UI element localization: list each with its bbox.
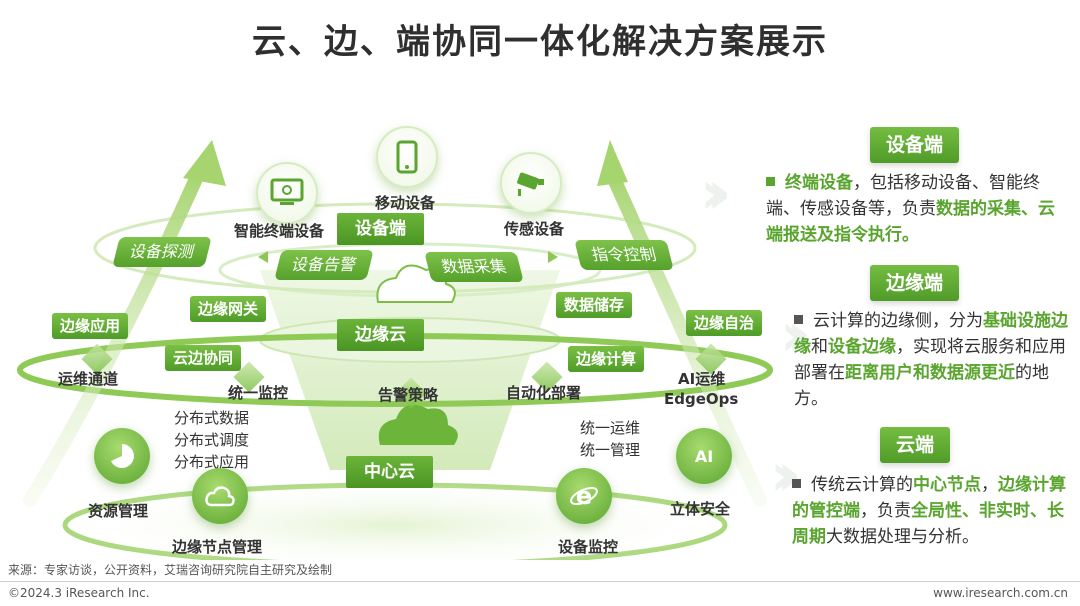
text-run: ， <box>981 475 998 495</box>
chevron-decoration: ›› <box>770 440 802 510</box>
smart-terminal-icon <box>256 162 318 224</box>
device-end-heading: 设备端 <box>870 127 960 163</box>
text-run: 全局性、非实时、长周期 <box>792 501 1064 547</box>
copyright: ©2024.3 iResearch Inc. <box>8 586 150 600</box>
text-run: 大数据处理与分析。 <box>826 527 979 547</box>
cloud-edge-coop-tag: 云边协同 <box>165 345 242 371</box>
text-run: 传统云计算的 <box>811 475 913 495</box>
sensor-camera-icon <box>500 152 562 214</box>
text-run: 基础设施边缘 <box>794 311 1068 357</box>
edge-app-tag: 边缘应用 <box>52 313 129 339</box>
center-cloud-block: 中心云 <box>346 456 433 488</box>
stereo-security-label: 立体安全 <box>670 500 731 518</box>
text-run: 的地方。 <box>794 363 1049 409</box>
text-run: 和 <box>811 337 828 357</box>
unified-manage-text: 统一管理 <box>580 441 641 459</box>
data-storage-tag: 数据储存 <box>556 292 633 318</box>
resource-pie-icon <box>94 428 150 484</box>
text-run: 云计算的边缘侧，分为 <box>813 311 983 331</box>
svg-text:e: e <box>576 482 592 510</box>
command-control-pill: 指令控制 <box>574 240 674 270</box>
ops-channel-label: 运维通道 <box>58 370 119 388</box>
sensor-device-label: 传感设备 <box>504 220 565 238</box>
text-run: ，实现将云服务和应用部署在 <box>794 337 1066 383</box>
cloud-edge-device-diagram: 智能终端设备 移动设备 传感设备 设备端 设备探测 设备告警 数据采集 指令控制… <box>0 70 780 560</box>
edge-autonomy-tag: 边缘自治 <box>686 310 763 336</box>
auto-deploy-label: 自动化部署 <box>506 384 582 402</box>
edge-end-description: 云计算的边缘侧，分为基础设施边缘和设备边缘，实现将云服务和应用部署在距离用户和数… <box>794 308 1074 412</box>
device-alarm-pill: 设备告警 <box>274 250 374 280</box>
edge-node-cloud-icon <box>192 468 248 524</box>
resource-manage-label: 资源管理 <box>88 502 149 520</box>
distributed-schedule-text: 分布式调度 <box>174 431 250 449</box>
chevron-decoration: ›› <box>780 300 812 370</box>
text-run: 设备边缘 <box>828 337 896 357</box>
footer-divider <box>0 581 1080 582</box>
bullet-marker <box>792 479 801 488</box>
page-title: 云、边、端协同一体化解决方案展示 <box>252 22 828 62</box>
smart-terminal-label: 智能终端设备 <box>234 222 325 240</box>
edge-node-manage-label: 边缘节点管理 <box>172 538 263 556</box>
chevron-decoration: ›› <box>700 158 732 228</box>
device-monitor-label: 设备监控 <box>558 538 619 556</box>
ai-ops-label: AI运维 <box>678 370 726 388</box>
edge-cloud-block: 边缘云 <box>337 319 424 351</box>
cloud-end-description: 传统云计算的中心节点，边缘计算的管控端，负责全局性、非实时、长周期大数据处理与分… <box>792 472 1074 550</box>
data-collect-pill: 数据采集 <box>424 252 524 282</box>
browser-e-icon: e <box>556 468 612 524</box>
device-detect-pill: 设备探测 <box>112 237 212 267</box>
text-run: 距离用户和数据源更近 <box>845 363 1015 383</box>
edgeops-label: EdgeOps <box>664 390 739 408</box>
device-end-description: 终端设备，包括移动设备、智能终端、传感设备等，负责数据的采集、云端报送及指令执行… <box>766 170 1066 248</box>
edge-end-heading: 边缘端 <box>870 265 960 301</box>
distributed-app-text: 分布式应用 <box>174 453 250 471</box>
distributed-data-text: 分布式数据 <box>174 409 250 427</box>
edge-gateway-tag: 边缘网关 <box>190 296 267 322</box>
text-run: 边缘计算的管控端 <box>792 475 1066 521</box>
unified-ops-text: 统一运维 <box>580 419 641 437</box>
edge-compute-tag: 边缘计算 <box>568 346 645 372</box>
source-note: 来源：专家访谈，公开资料，艾瑞咨询研究院自主研究及绘制 <box>8 563 333 577</box>
device-end-block: 设备端 <box>337 213 424 245</box>
text-run: 中心节点 <box>913 475 981 495</box>
alert-policy-label: 告警策略 <box>378 386 439 404</box>
unified-monitor-label: 统一监控 <box>228 384 289 402</box>
cloud-end-heading: 云端 <box>880 427 951 463</box>
text-run: 数据的采集、云端报送及指令执行。 <box>766 199 1055 245</box>
mobile-device-icon <box>376 126 438 188</box>
text-run: 终端设备 <box>785 173 853 193</box>
text-run: ，负责 <box>860 501 911 521</box>
bullet-marker <box>794 315 803 324</box>
mobile-device-label: 移动设备 <box>375 194 436 212</box>
site-url: www.iresearch.com.cn <box>933 586 1068 600</box>
ai-security-icon: AI <box>676 428 732 484</box>
bullet-marker <box>766 177 775 186</box>
text-run: ，包括移动设备、智能终端、传感设备等，负责 <box>766 173 1040 219</box>
